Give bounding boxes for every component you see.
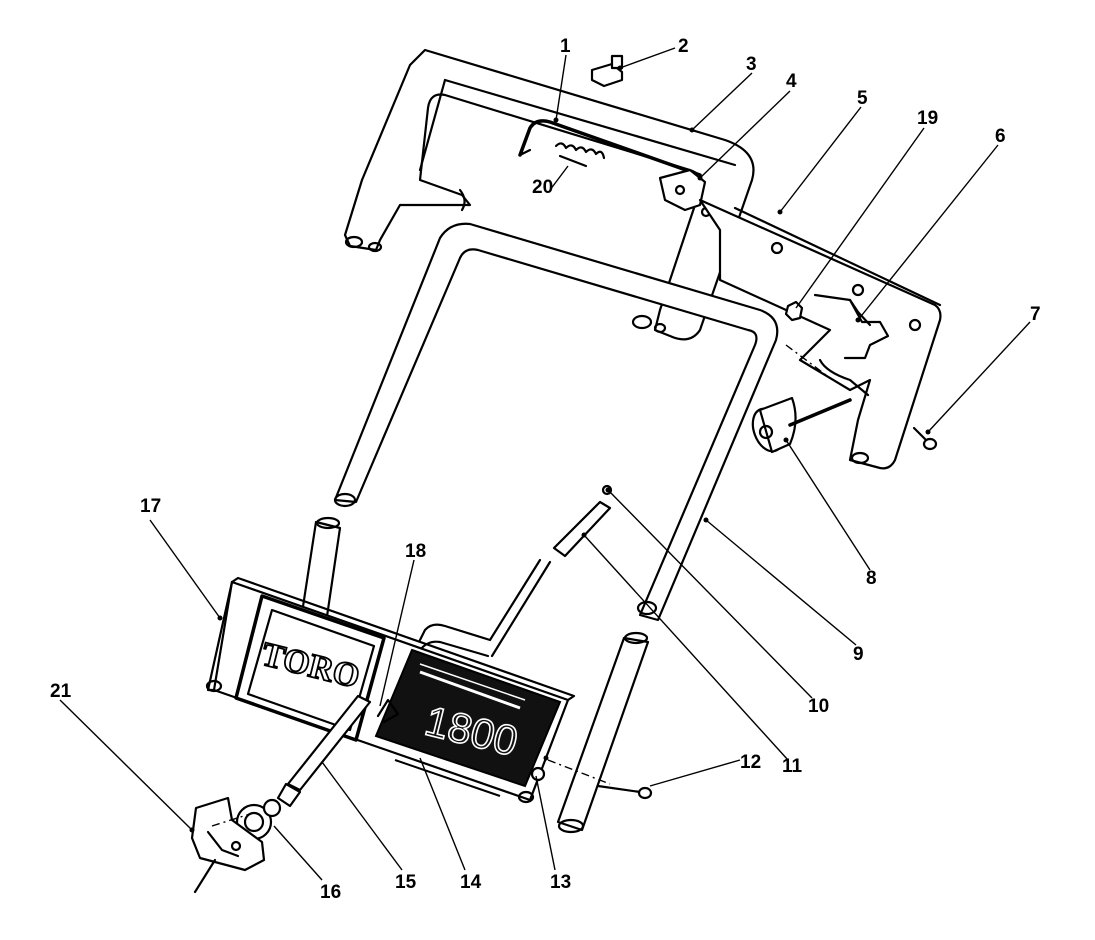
callout-11: 11 bbox=[782, 756, 803, 777]
callout-3: 3 bbox=[746, 54, 757, 75]
callout-17: 17 bbox=[140, 496, 161, 517]
nut bbox=[784, 300, 804, 322]
callout-4: 4 bbox=[786, 71, 797, 92]
callout-2: 2 bbox=[678, 36, 689, 57]
callout-21: 21 bbox=[50, 681, 72, 702]
callout-13: 13 bbox=[550, 872, 571, 893]
control-rod bbox=[418, 484, 613, 658]
bolt bbox=[596, 784, 653, 800]
leader-lines bbox=[59, 47, 1031, 881]
callout-7: 7 bbox=[1030, 304, 1041, 325]
callout-labels: 1 2 3 4 5 6 7 8 9 10 11 12 13 14 15 16 1… bbox=[50, 36, 1041, 903]
throttle-knob bbox=[751, 396, 852, 454]
control-panel-plate bbox=[698, 198, 942, 470]
knob bbox=[590, 54, 624, 88]
callout-8: 8 bbox=[866, 568, 877, 589]
control-box bbox=[205, 576, 576, 804]
alignment-lines bbox=[211, 344, 831, 827]
callout-20: 20 bbox=[532, 177, 553, 198]
mounting-bracket bbox=[190, 796, 266, 894]
control-lever-bail bbox=[518, 119, 702, 177]
callout-1: 1 bbox=[560, 36, 571, 57]
callout-6: 6 bbox=[995, 126, 1006, 147]
callout-15: 15 bbox=[395, 872, 417, 893]
main-handle-loop bbox=[333, 222, 779, 622]
callout-14: 14 bbox=[460, 872, 482, 893]
callout-16: 16 bbox=[320, 882, 341, 903]
cable-shaft bbox=[276, 694, 372, 808]
spring bbox=[554, 142, 606, 168]
screw bbox=[912, 426, 938, 451]
hairpin-clip bbox=[376, 698, 400, 724]
callout-18: 18 bbox=[405, 541, 426, 562]
lower-tube-right bbox=[556, 631, 650, 834]
callout-19: 19 bbox=[917, 108, 938, 129]
callout-10: 10 bbox=[808, 696, 829, 717]
callout-5: 5 bbox=[857, 88, 868, 109]
callout-12: 12 bbox=[740, 752, 761, 773]
callout-9: 9 bbox=[853, 644, 864, 665]
nut-small bbox=[530, 766, 546, 782]
